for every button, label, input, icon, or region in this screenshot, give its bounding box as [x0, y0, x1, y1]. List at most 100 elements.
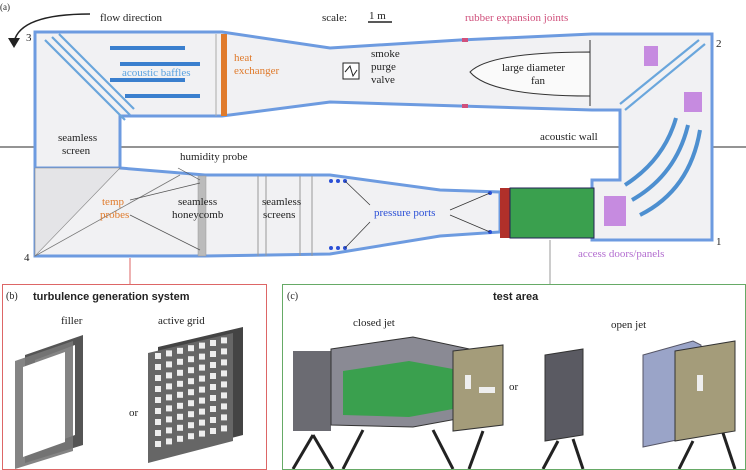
grid-cell: [166, 427, 172, 434]
fan-label-2: fan: [531, 75, 546, 87]
smoke-purge-label-3: valve: [371, 74, 395, 86]
grid-cell: [188, 422, 194, 429]
grid-cell: [221, 392, 227, 399]
corner-2-label: 2: [716, 38, 722, 50]
humidity-probe-label: humidity probe: [180, 151, 248, 163]
panel-c-title: test area: [493, 291, 539, 303]
grid-cell: [166, 350, 172, 357]
grid-cell: [166, 438, 172, 445]
corner-4-region: [34, 167, 121, 257]
screens: [257, 176, 313, 256]
panel-b-or: or: [129, 407, 139, 419]
honeycomb: [197, 175, 207, 257]
grid-cell: [221, 337, 227, 344]
grid-cell: [188, 378, 194, 385]
filler-frame: [15, 335, 83, 469]
panel-b-tag: (b): [6, 291, 18, 302]
screens-label-1: seamless: [262, 196, 302, 208]
scale-value: 1 m: [369, 10, 386, 22]
grid-cell: [166, 416, 172, 423]
grid-cell: [199, 342, 205, 349]
turning-vanes-2: [619, 39, 706, 111]
grid-cell: [155, 386, 161, 392]
grid-cell: [155, 419, 161, 425]
grid-cell: [210, 428, 216, 434]
grid-cell: [188, 345, 194, 352]
seamless-screen-label-1: seamless: [58, 132, 98, 144]
grid-cell: [221, 381, 227, 388]
grid-cell: [199, 408, 205, 415]
panel-b: (b) turbulence generation system filler …: [2, 284, 267, 470]
grid-cell: [210, 351, 216, 357]
grid-cell: [188, 367, 194, 374]
open-jet-label: open jet: [611, 319, 647, 331]
grid-cell: [210, 395, 216, 401]
temp-probes-label-1: temp: [102, 196, 124, 208]
access-doors-label: access doors/panels: [578, 248, 665, 260]
fan-label-1: large diameter: [502, 62, 566, 74]
grid-cell: [221, 414, 227, 421]
grid-cell: [199, 364, 205, 371]
flow-direction-label: flow direction: [100, 12, 163, 24]
acoustic-baffles: [110, 46, 200, 98]
grid-cell: [199, 430, 205, 437]
grid-cell: [166, 405, 172, 412]
corner-1-label: 1: [716, 236, 722, 248]
grid-cell: [177, 358, 183, 365]
acoustic-wall-label: acoustic wall: [540, 131, 598, 143]
grid-cell: [177, 413, 183, 420]
grid-cell: [166, 394, 172, 401]
pressure-port-leaders: [344, 180, 491, 249]
heat-exchanger-label-1: heat: [234, 52, 253, 64]
grid-cell: [210, 417, 216, 423]
grid-cell: [155, 375, 161, 381]
flow-direction-arrow: [13, 13, 91, 43]
panel-a-tag: (a): [0, 2, 10, 12]
grid-cell: [155, 408, 161, 414]
grid-cell: [155, 353, 161, 359]
grid-cell: [199, 375, 205, 382]
grid-cell: [221, 425, 227, 432]
panel-c-tag: (c): [287, 291, 299, 302]
grid-cell: [210, 406, 216, 412]
closed-jet-render: [291, 336, 504, 469]
grid-cell: [166, 361, 172, 368]
nozzle-end: [500, 188, 510, 238]
grid-cell: [188, 433, 194, 440]
grid-cell: [210, 373, 216, 379]
grid-cell: [177, 424, 183, 431]
rubber-joints-label: rubber expansion joints: [465, 12, 569, 24]
grid-cell: [188, 400, 194, 407]
grid-cell: [199, 397, 205, 404]
grid-cell: [199, 386, 205, 393]
grid-cell: [188, 389, 194, 396]
access-panels: [604, 46, 702, 226]
rubber-joints: [462, 38, 468, 108]
screens-label-2: screens: [263, 209, 296, 221]
active-grid-label: active grid: [158, 315, 205, 327]
heat-exchanger-label-2: exchanger: [234, 65, 280, 77]
grid-cell: [188, 356, 194, 363]
temp-probes-label-2: probes: [100, 209, 130, 221]
test-area-renders: [291, 336, 737, 469]
grid-cell: [166, 383, 172, 390]
honeycomb-label-1: seamless: [178, 196, 218, 208]
closed-jet-label: closed jet: [353, 317, 395, 329]
seamless-screen-label-2: screen: [62, 145, 91, 157]
test-section: [509, 187, 595, 239]
grid-cell: [177, 369, 183, 376]
grid-cell: [177, 380, 183, 387]
grid-cell: [221, 359, 227, 366]
grid-cell: [155, 397, 161, 403]
grid-cell: [177, 435, 183, 442]
turning-vanes-1: [623, 117, 702, 217]
filler-label: filler: [61, 315, 83, 327]
grid-cell: [210, 362, 216, 368]
grid-cell: [188, 411, 194, 418]
scale-label: scale:: [322, 12, 348, 24]
turbulence-devices: [15, 327, 243, 469]
active-grid: [148, 327, 243, 463]
panel-c: (c) test area closed jet open jet or: [282, 284, 746, 470]
